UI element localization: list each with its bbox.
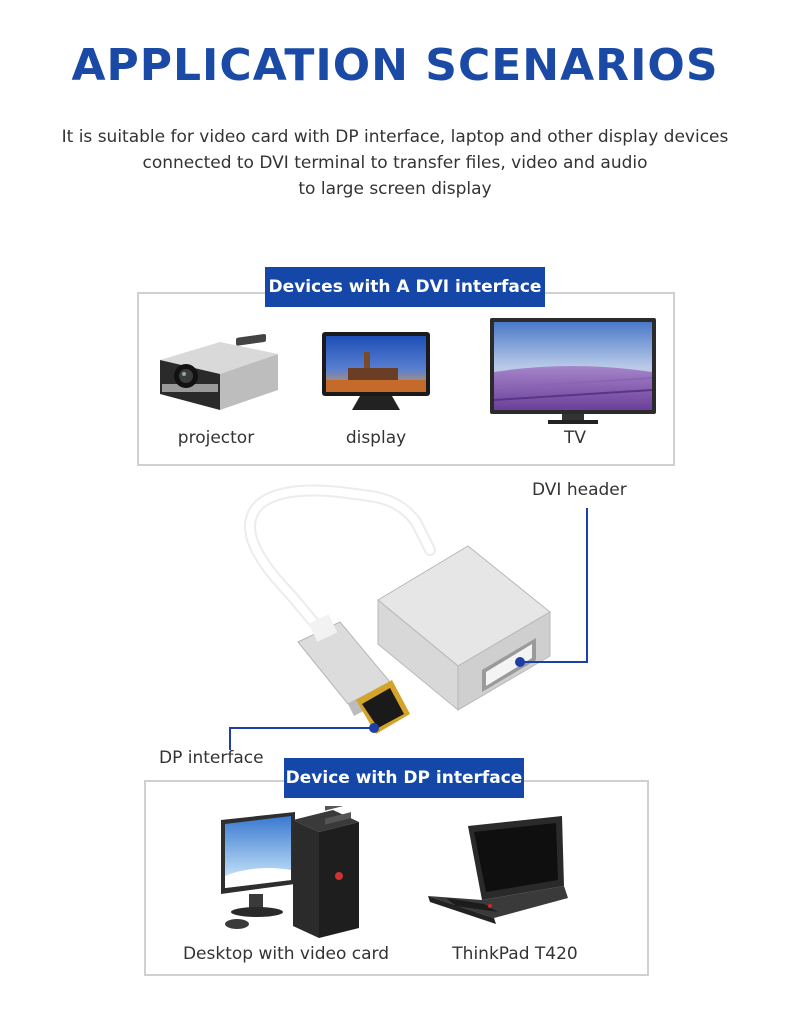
laptop-image	[428, 816, 568, 924]
dvi-devices-tag: Devices with A DVI interface	[265, 267, 545, 307]
dvi-header-label: DVI header	[532, 480, 627, 500]
desktop-label: Desktop with video card	[182, 944, 390, 964]
projector-label: projector	[177, 428, 255, 448]
description-line-1: It is suitable for video card with DP in…	[61, 127, 729, 147]
dp-to-dvi-adapter-image	[229, 484, 588, 750]
page-title: APPLICATION SCENARIOS	[71, 40, 719, 91]
laptop-label: ThinkPad T420	[452, 944, 578, 964]
description: It is suitable for video card with DP in…	[20, 124, 770, 202]
dp-devices-tag: Device with DP interface	[284, 758, 524, 798]
tv-image	[490, 318, 656, 424]
display-image	[322, 332, 430, 410]
projector-image	[160, 333, 278, 410]
dp-interface-label: DP interface	[159, 748, 264, 768]
display-label: display	[345, 428, 407, 448]
tv-label: TV	[563, 428, 586, 448]
description-line-2: connected to DVI terminal to transfer fi…	[142, 153, 648, 173]
desktop-image	[221, 806, 359, 938]
description-line-3: to large screen display	[298, 179, 492, 199]
